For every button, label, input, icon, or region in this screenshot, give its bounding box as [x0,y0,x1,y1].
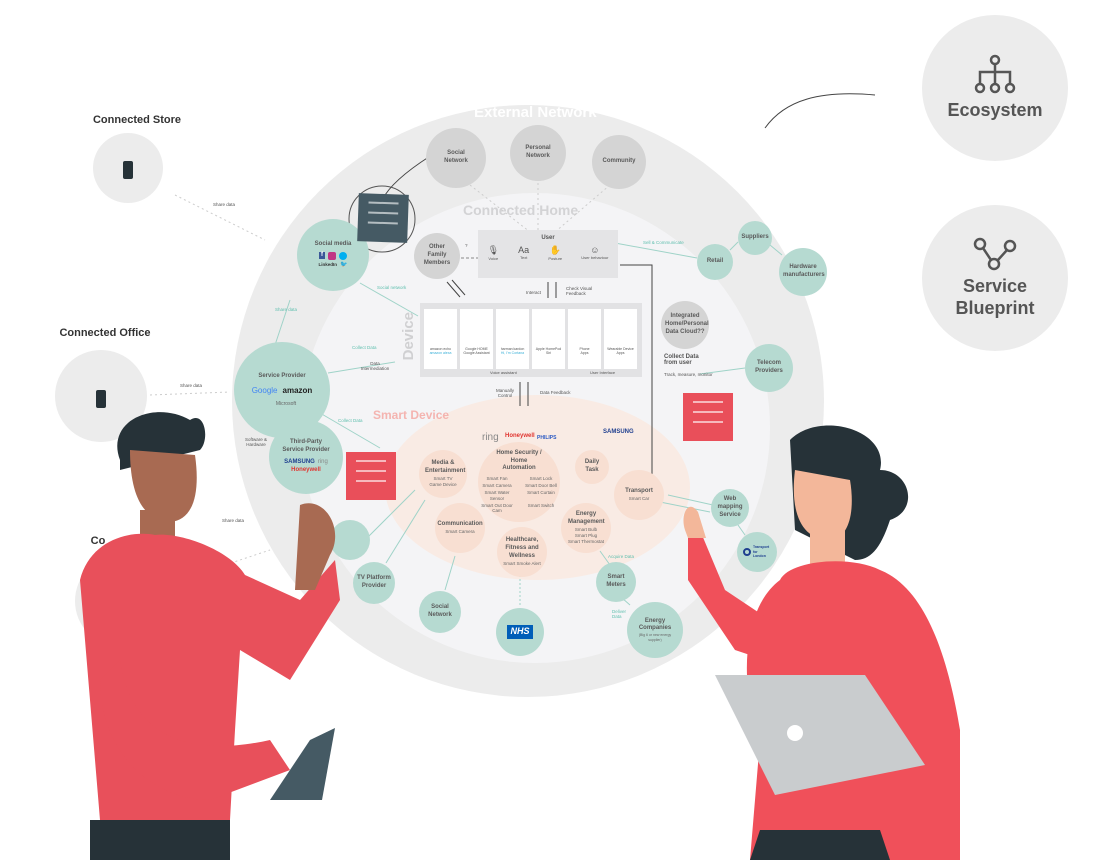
brand-samsung: SAMSUNG [603,429,634,435]
external-node-social-network[interactable]: Social Network [426,128,486,188]
connected-store-circle[interactable] [93,133,163,203]
head-icon: ☺ [590,245,600,255]
woman-illustration [683,425,960,860]
external-node-personal-network[interactable]: Personal Network [510,125,566,181]
integrated-data-cloud[interactable]: Integrated Home/Personal Data Cloud?? [661,301,709,349]
stakeholder-tv-platform[interactable]: TV Platform Provider [353,562,395,604]
stakeholder-energy-companies[interactable]: Energy Companies(Big 6 or new energy sup… [627,602,683,658]
facebook-icon: f [319,251,325,260]
brand-ring: ring [482,432,499,443]
collect-data-title: Collect Data from user [664,354,699,366]
user-input-voice: 🎙Voice [487,245,500,261]
collect-data-subtitle: Track, measure, monitor [664,372,713,377]
smart-speaker-icon [123,161,133,179]
stakeholder-hidden[interactable] [330,520,370,560]
label-interact: Interact [526,290,542,295]
connected-office-title: Connected Office [59,327,151,339]
label-manually-control: Manually Control [495,388,514,398]
stakeholder-smart-meters[interactable]: Smart Meters [596,562,636,602]
smart-device-title: Smart Device [373,408,450,422]
sticky-note-dark[interactable] [357,193,409,243]
label-share-store: Share data [213,202,236,207]
label-collect-data: Collect Data [352,345,377,350]
label-data-feedback: Data Feedback [540,390,571,395]
linkedin-icon: LinkedIn [318,261,338,267]
label-sell-communicate: Sell & Communicate [643,240,684,245]
other-family-members[interactable]: Other Family Members [414,233,460,279]
microsoft-logo: Microsoft [275,400,297,407]
user-input-posture: ✋Posture [548,245,563,261]
twitter-icon: 🐦 [340,261,348,268]
stakeholder-tfl[interactable]: Transport for London [737,532,777,572]
smart-category-home-security[interactable]: Home Security / Home Automation Smart Fa… [478,442,560,522]
label-data-intermediation: Data Intermediation [360,361,390,371]
connected-third-title: Co [90,535,106,547]
stakeholder-retail[interactable]: Retail [697,244,733,280]
brand-philips: PHILIPS [537,435,557,441]
connected-home-title: Connected Home [463,202,579,218]
microphone-icon: 🎙 [487,245,500,255]
amazon-logo: amazon [282,386,313,396]
ecosystem-button[interactable]: Ecosystem [922,15,1068,161]
stakeholder-web-mapping[interactable]: Web mapping Service [711,489,749,527]
hand-wave-icon: ✋ [549,245,561,255]
nodes-icon [973,238,1017,271]
instagram-icon [328,251,336,260]
tfl-roundel-icon [743,547,751,556]
external-node-community[interactable]: Community [592,135,646,189]
label-social-network: Social network [377,285,407,290]
stakeholder-suppliers[interactable]: Suppliers [738,221,772,255]
user-input-behaviour: ☺User behaviour [581,245,609,260]
device-title: Device [400,312,417,361]
brand-honeywell: Honeywell [505,433,535,439]
hierarchy-icon [974,54,1016,94]
label-share-data: Share data [275,307,298,312]
social-icons: f [319,251,347,260]
sticky-note-red[interactable] [683,393,733,441]
question-mark: ? [465,243,468,248]
label-share-office: Share data [180,383,203,388]
connected-store-title: Connected Store [92,114,181,126]
sticky-note-red-2[interactable] [346,452,396,500]
service-blueprint-button[interactable]: Service Blueprint [922,205,1068,351]
stakeholder-social-network[interactable]: Social Network [419,591,461,633]
skype-icon [339,251,347,260]
label-software-hardware: Software & Hardware [244,437,267,447]
user-interface-label: User Interface [590,370,616,375]
text-icon: Aa [518,245,530,255]
label-share-bottom: Share data [222,518,245,523]
label-deliver-data: Deliver Data [612,609,627,619]
user-title: User [541,235,555,241]
label-collect-data-2: Collect Data [338,418,363,423]
smart-speaker-icon [96,390,106,408]
label-acquire-data: Acquire Data [608,554,635,559]
smart-category-daily-task[interactable]: Daily Task [575,450,609,484]
google-logo: Google [251,386,278,396]
stakeholder-nhs[interactable]: NHS [496,608,544,656]
external-network-title: External Network [474,104,597,121]
label-check-feedback: Check Visual Feedback [566,286,593,296]
voice-assistant-label: Voice assistant [490,370,517,375]
man-illustration [80,412,340,860]
stakeholder-telecom[interactable]: Telecom Providers [745,344,793,392]
stakeholder-hardware[interactable]: Hardware manufacturers [779,248,827,296]
